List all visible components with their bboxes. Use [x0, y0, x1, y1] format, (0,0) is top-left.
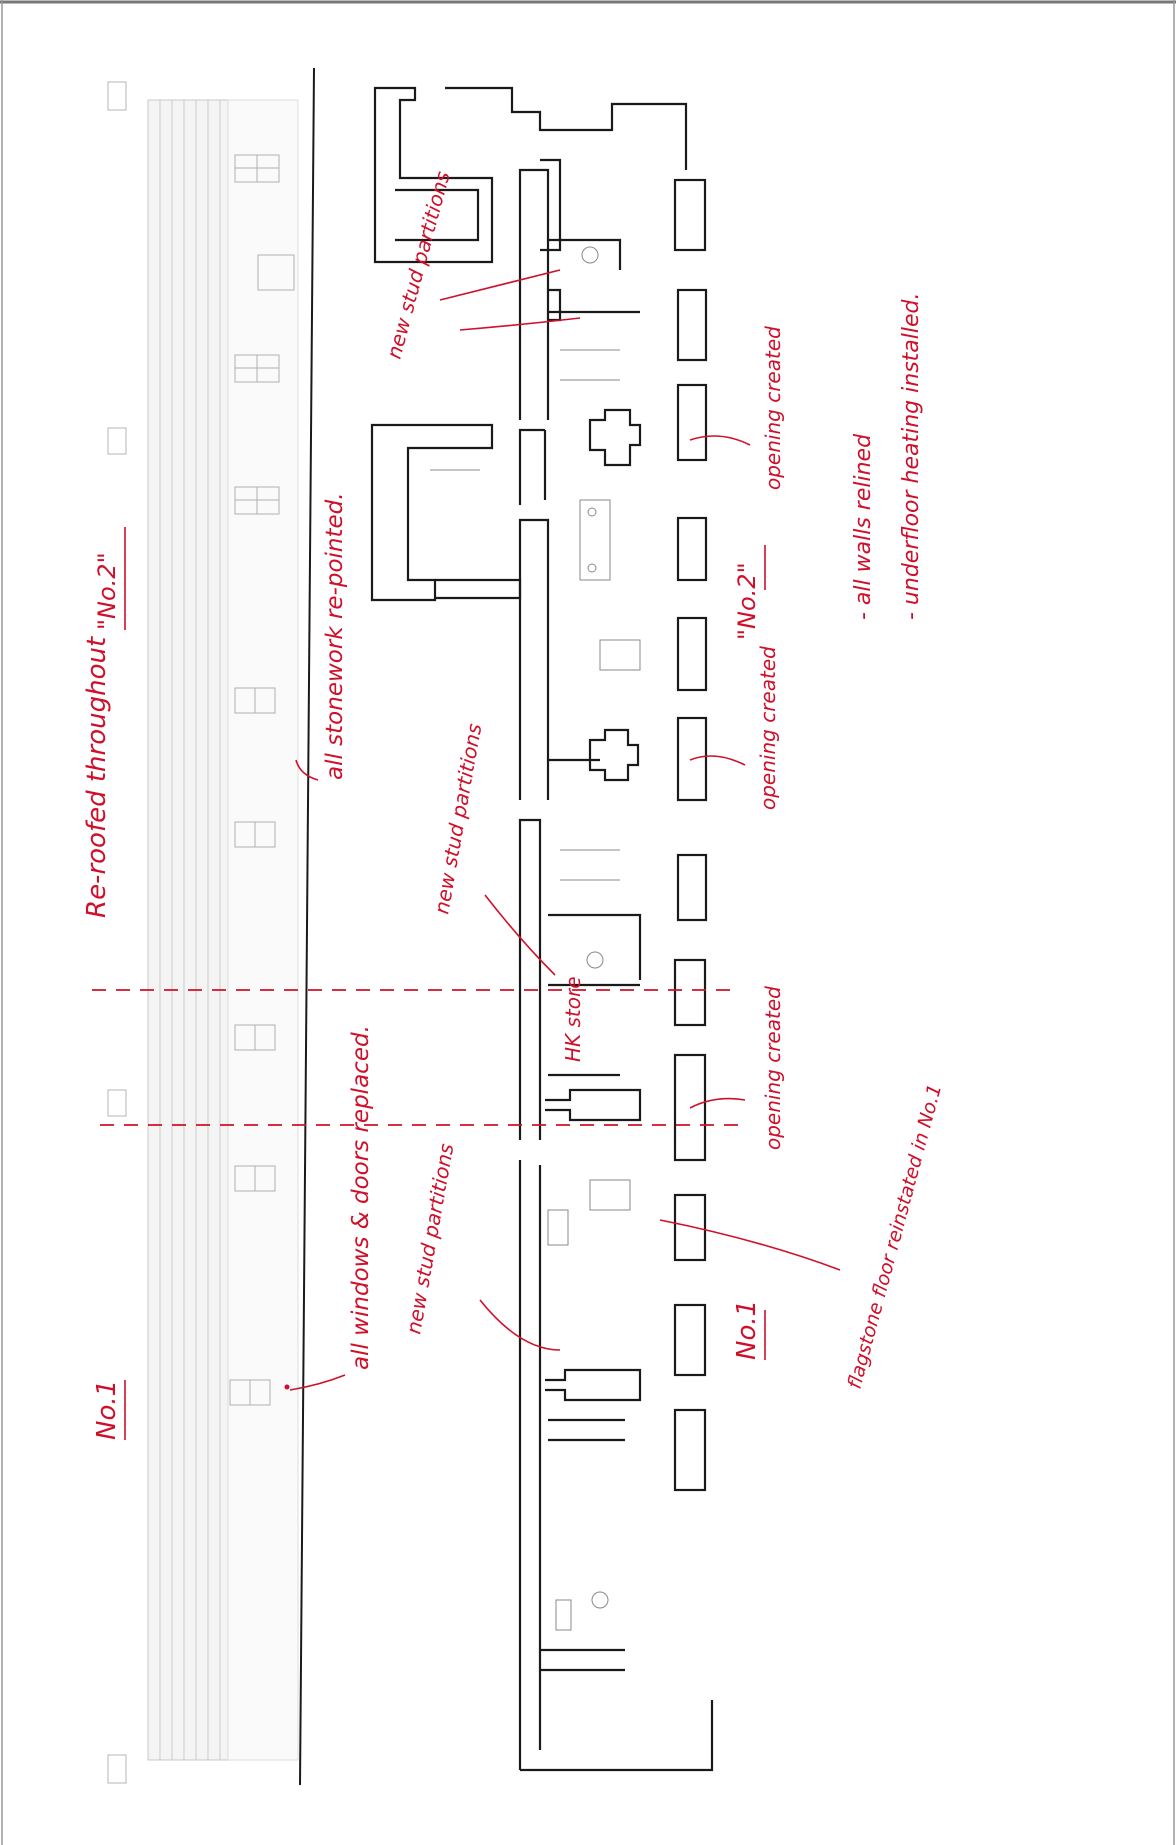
stud-pointer-bottom [479, 1299, 561, 1351]
plan-no2-label: "No.2" [733, 562, 761, 640]
new-stud-note-top: new stud partitions [382, 169, 455, 362]
flagstone-note: flagstone floor reinstated in No.1 [844, 1082, 947, 1391]
elevation-no1-label: No.1 [92, 1380, 122, 1440]
elevation-no2-label: "No.2" [93, 552, 121, 630]
new-stud-note-mid: new stud partitions [429, 722, 486, 916]
underfloor-note: - underfloor heating installed. [899, 293, 924, 620]
elevation-drawing [107, 67, 315, 1786]
plan-no1-label: No.1 [732, 1300, 762, 1360]
stud-pointer-top-2 [459, 317, 581, 331]
flagstone-pointer [659, 1219, 841, 1271]
opening-note-3: opening created [761, 986, 785, 1150]
new-stud-note-bottom: new stud partitions [401, 1142, 458, 1336]
windows-pointer [289, 1374, 346, 1391]
floor-plan: HK store [370, 86, 714, 1772]
stonework-note: all stonework re-pointed. [322, 492, 348, 780]
windows-doors-note: all windows & doors replaced. [348, 1025, 374, 1370]
opening-pointer-3 [689, 1097, 746, 1109]
stud-pointer-mid [484, 894, 556, 976]
opening-note-2: opening created [756, 646, 780, 810]
reroofed-note: Re-roofed throughout [82, 636, 112, 918]
opening-pointer-1 [689, 435, 751, 446]
stud-pointer-top-1 [439, 269, 561, 301]
opening-pointer-2 [689, 755, 746, 766]
stonework-pointer [295, 759, 319, 781]
opening-note-1: opening created [761, 326, 785, 490]
walls-relined-note: - all walls relined [851, 433, 876, 620]
